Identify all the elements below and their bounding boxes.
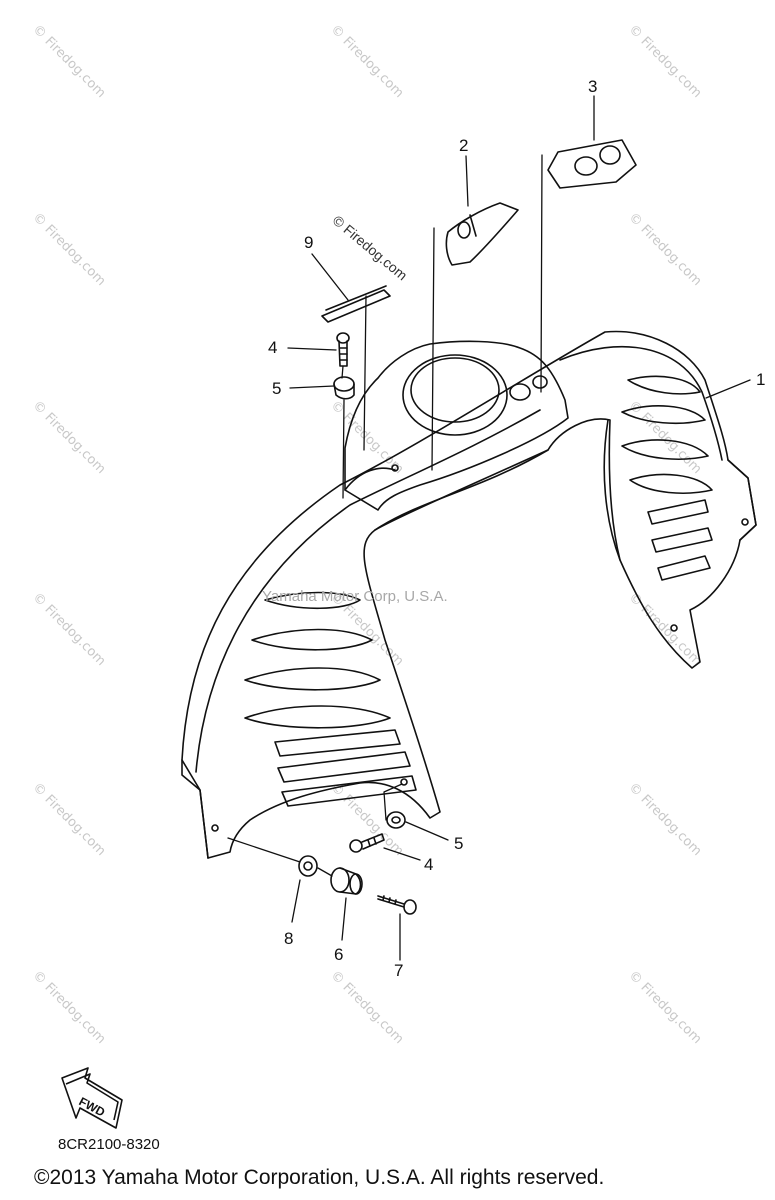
- bolt-part-7: [377, 895, 417, 915]
- callout-5-upper: 5: [272, 379, 281, 398]
- callout-6: 6: [334, 945, 343, 964]
- plate-part-3: [547, 139, 637, 189]
- callout-7: 7: [394, 961, 403, 980]
- grommet-part-6: [330, 867, 363, 895]
- part-code: 8CR2100-8320: [58, 1136, 160, 1153]
- screw-part-4-lower: [349, 833, 385, 853]
- fwd-label: FWD: [77, 1094, 108, 1119]
- assembly-lines: [227, 154, 543, 877]
- copyright-notice: ©2013 Yamaha Motor Corporation, U.S.A. A…: [34, 1166, 605, 1189]
- grommet-part-5-upper: [333, 376, 355, 400]
- watermark-center: Yamaha Motor Corp, U.S.A.: [262, 588, 448, 605]
- callout-4-upper: 4: [268, 338, 277, 357]
- callout-9: 9: [304, 233, 313, 252]
- leader-lines: [287, 95, 751, 961]
- callout-1: 1: [756, 370, 765, 389]
- washer-part-8: [298, 855, 318, 877]
- callout-3: 3: [588, 77, 597, 96]
- screw-part-4-upper: [336, 332, 350, 367]
- callout-4-lower: 4: [424, 855, 433, 874]
- grommet-part-5-lower: [386, 811, 406, 829]
- strip-part-9: [321, 285, 391, 323]
- callout-2: 2: [459, 136, 468, 155]
- fwd-arrow-icon: [61, 1067, 123, 1129]
- callout-8: 8: [284, 929, 293, 948]
- callout-5-lower: 5: [454, 834, 463, 853]
- inner-panel-part-1: [181, 330, 757, 859]
- bracket-part-2: [445, 202, 519, 266]
